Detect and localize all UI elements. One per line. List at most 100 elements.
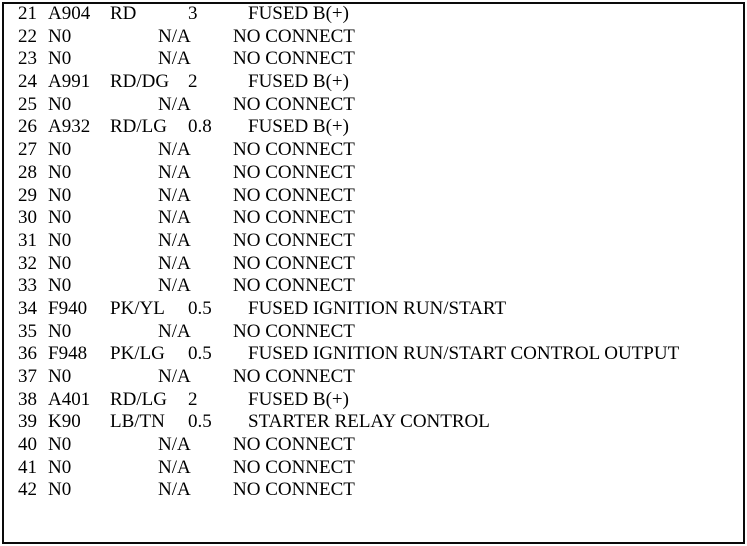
pin-cell: 30 [18, 207, 37, 229]
circuit-cell: N0 [48, 25, 72, 47]
gauge-cell: N/A [158, 48, 191, 70]
function-cell: FUSED B(+) [248, 3, 349, 24]
gauge-cell: 0.8 [188, 116, 212, 138]
gauge-cell: N/A [158, 93, 191, 115]
gauge-cell: 3 [188, 3, 198, 24]
circuit-cell: N0 [48, 161, 72, 183]
pin-cell: 42 [18, 479, 37, 501]
pin-cell: 31 [18, 229, 37, 251]
color-cell: PK/LG [110, 343, 165, 365]
function-cell: NO CONNECT [233, 184, 355, 206]
circuit-cell: N0 [48, 434, 72, 456]
pin-cell: 34 [18, 297, 37, 319]
color-cell: PK/YL [110, 297, 165, 319]
circuit-cell: A904 [48, 3, 91, 24]
gauge-cell: N/A [158, 229, 191, 251]
circuit-cell: A991 [48, 71, 91, 93]
table-row: 23 N0 N/A NO CONNECT [0, 48, 743, 71]
gauge-cell: 2 [188, 71, 198, 93]
gauge-cell: N/A [158, 207, 191, 229]
function-cell: FUSED B(+) [248, 388, 349, 410]
gauge-cell: N/A [158, 434, 191, 456]
function-cell: NO CONNECT [233, 207, 355, 229]
pin-cell: 25 [18, 93, 37, 115]
table-row: 24 A991 RD/DG 2 FUSED B(+) [0, 71, 743, 94]
color-cell: RD/LG [110, 388, 167, 410]
circuit-cell: F948 [48, 343, 88, 365]
circuit-cell: A401 [48, 388, 91, 410]
pin-cell: 26 [18, 116, 37, 138]
table-row: 38 A401 RD/LG 2 FUSED B(+) [0, 389, 743, 412]
circuit-cell: N0 [48, 479, 72, 501]
function-cell: NO CONNECT [233, 479, 355, 501]
gauge-cell: N/A [158, 25, 191, 47]
pin-cell: 23 [18, 48, 37, 70]
color-cell: RD/LG [110, 116, 167, 138]
gauge-cell: N/A [158, 275, 191, 297]
table-row: 26 A932 RD/LG 0.8 FUSED B(+) [0, 116, 743, 139]
table-row: 27 N0 N/A NO CONNECT [0, 139, 743, 162]
circuit-cell: N0 [48, 456, 72, 478]
gauge-cell: N/A [158, 456, 191, 478]
gauge-cell: N/A [158, 366, 191, 387]
table-row: 37 N0 N/A NO CONNECT [0, 366, 743, 389]
pin-cell: 27 [18, 139, 37, 161]
function-cell: NO CONNECT [233, 93, 355, 115]
circuit-cell: F940 [48, 297, 88, 319]
table-row: 21 A904 RD 3 FUSED B(+) [0, 3, 743, 26]
table-row: 30 N0 N/A NO CONNECT [0, 207, 743, 230]
gauge-cell: N/A [158, 479, 191, 501]
pin-cell: 39 [18, 411, 37, 433]
gauge-cell: 2 [188, 388, 198, 410]
function-cell: FUSED IGNITION RUN/START [248, 297, 507, 319]
circuit-cell: A932 [48, 116, 91, 138]
table-row: 33 N0 N/A NO CONNECT [0, 275, 743, 298]
pin-cell: 32 [18, 252, 37, 274]
gauge-cell: N/A [158, 320, 191, 342]
gauge-cell: 0.5 [188, 411, 212, 433]
pin-cell: 38 [18, 388, 37, 410]
table-row: 41 N0 N/A NO CONNECT [0, 457, 743, 480]
circuit-cell: N0 [48, 48, 72, 70]
table-row: 28 N0 N/A NO CONNECT [0, 162, 743, 185]
table-row: 34 F940 PK/YL 0.5 FUSED IGNITION RUN/STA… [0, 298, 743, 321]
gauge-cell: N/A [158, 184, 191, 206]
pin-cell: 24 [18, 71, 37, 93]
function-cell: FUSED B(+) [248, 116, 349, 138]
gauge-cell: N/A [158, 139, 191, 161]
circuit-cell: N0 [48, 207, 72, 229]
table-row: 32 N0 N/A NO CONNECT [0, 253, 743, 276]
gauge-cell: N/A [158, 252, 191, 274]
circuit-cell: N0 [48, 366, 72, 387]
pin-cell: 41 [18, 456, 37, 478]
function-cell: FUSED B(+) [248, 71, 349, 93]
pin-cell: 37 [18, 366, 37, 387]
table-row: 39 K90 LB/TN 0.5 STARTER RELAY CONTROL [0, 411, 743, 434]
table-row: 42 N0 N/A NO CONNECT [0, 479, 743, 502]
pin-cell: 22 [18, 25, 37, 47]
table-row: 36 F948 PK/LG 0.5 FUSED IGNITION RUN/STA… [0, 343, 743, 366]
pinout-table: 21 A904 RD 3 FUSED B(+) 22 N0 N/A NO CON… [0, 3, 743, 502]
function-cell: NO CONNECT [233, 139, 355, 161]
color-cell: LB/TN [110, 411, 165, 433]
circuit-cell: N0 [48, 184, 72, 206]
pin-cell: 29 [18, 184, 37, 206]
pin-cell: 21 [18, 3, 37, 24]
gauge-cell: N/A [158, 161, 191, 183]
circuit-cell: N0 [48, 252, 72, 274]
function-cell: NO CONNECT [233, 320, 355, 342]
circuit-cell: N0 [48, 320, 72, 342]
table-row: 25 N0 N/A NO CONNECT [0, 94, 743, 117]
pin-cell: 36 [18, 343, 37, 365]
circuit-cell: N0 [48, 275, 72, 297]
function-cell: NO CONNECT [233, 275, 355, 297]
circuit-cell: K90 [48, 411, 81, 433]
function-cell: NO CONNECT [233, 161, 355, 183]
function-cell: NO CONNECT [233, 434, 355, 456]
function-cell: NO CONNECT [233, 366, 355, 387]
function-cell: NO CONNECT [233, 229, 355, 251]
table-row: 40 N0 N/A NO CONNECT [0, 434, 743, 457]
table-row: 22 N0 N/A NO CONNECT [0, 26, 743, 49]
function-cell: FUSED IGNITION RUN/START CONTROL OUTPUT [248, 343, 680, 365]
